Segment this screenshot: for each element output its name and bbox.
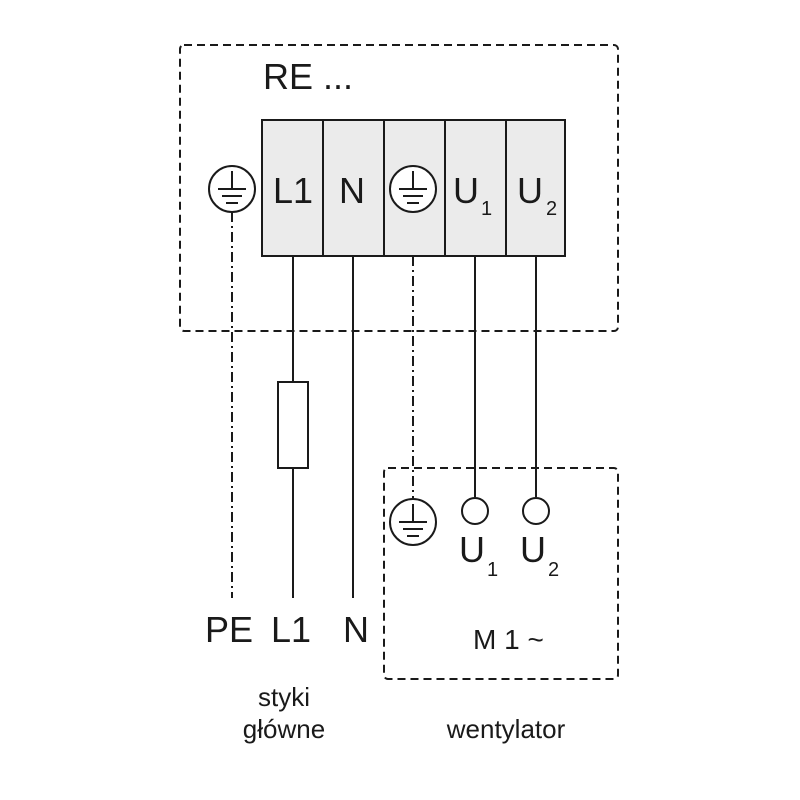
fan-caption: wentylator [446,714,566,744]
fuse-icon [277,381,309,469]
fan-enclosure [383,467,619,680]
terminal-label-l1: L1 [273,170,313,211]
terminal-label-u2-sub: 2 [546,198,557,220]
supply-label-l1: L1 [271,609,311,650]
fan-terminal-label-u2-sub: 2 [548,559,559,581]
terminal-label-u2: U [517,170,543,211]
controller-title: RE ... [263,56,353,97]
terminal-cell-n [322,119,385,257]
supply-label-pe: PE [205,609,253,650]
terminal-cell-l1 [261,119,324,257]
ground-icon [389,165,437,213]
terminal-circle-icon [461,497,489,525]
terminal-cell-u1 [444,119,507,257]
terminal-label-u1: U [453,170,479,211]
terminal-block: L1 N U 1 U 2 [261,119,566,257]
terminal-label-n: N [339,170,365,211]
fan-terminal-label-u1: U [459,529,485,570]
fan-terminal-label-u1-sub: 1 [487,559,498,581]
controller-enclosure [179,44,619,332]
fan-terminal-label-u2: U [520,529,546,570]
terminal-label-u1-sub: 1 [481,198,492,220]
supply-label-n: N [343,609,369,650]
ground-icon [389,498,437,546]
terminal-cell-u2 [505,119,566,257]
terminal-circle-icon [522,497,550,525]
supply-caption-line1: styki [258,682,310,712]
supply-caption-line2: główne [243,714,325,744]
motor-label: M 1 ~ [473,624,544,655]
ground-icon [208,165,256,213]
